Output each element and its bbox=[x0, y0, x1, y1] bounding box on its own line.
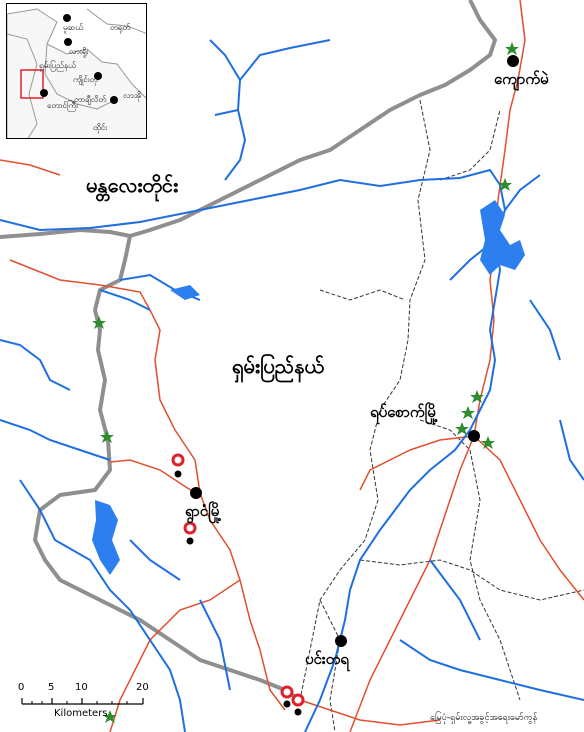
inset-label-kengtung: ကျိုင်းတုံ bbox=[73, 75, 98, 84]
rivers bbox=[0, 39, 584, 732]
state-border bbox=[0, 0, 497, 702]
inset-label-tachileik: တာချီလိတ် bbox=[74, 95, 107, 104]
label-mandalay-region: မန္တလေးတိုင်း bbox=[86, 173, 179, 197]
map-credit: မြေပုံ-ရှမ်းလူ့အခွင့်အရေးမော်ကွန် bbox=[430, 713, 538, 723]
inset-label-taunggyi: တောင်ကြီး bbox=[47, 101, 79, 110]
scale-bar-graphic bbox=[21, 698, 144, 705]
label-shan-state: ရှမ်းပြည်နယ် bbox=[232, 354, 324, 378]
inset-label-shan-state: ရှမ်းပြည်နယ် bbox=[39, 61, 76, 70]
label-pindaya: ပင်းတရ bbox=[305, 650, 349, 668]
label-kyaukme: ကျောက်မဲ bbox=[494, 70, 549, 88]
town-dots bbox=[190, 55, 519, 647]
lakes bbox=[92, 200, 525, 575]
township-borders bbox=[299, 99, 584, 732]
inset-label-muse: မူဆယ် bbox=[63, 23, 84, 32]
location-markers bbox=[171, 453, 305, 716]
inset-label-thailand: ထိုင်း bbox=[93, 123, 108, 132]
label-yatsauk: ရပ်စောက်မြို့ bbox=[370, 403, 438, 421]
inset-shapes bbox=[7, 8, 146, 138]
inset-map: မူဆယ် တရုတ် လားရှိုး ရှမ်းပြည်နယ် ကျိုင်… bbox=[6, 3, 147, 139]
label-ywangan: ရွာငံမြို့ bbox=[185, 502, 222, 520]
inset-label-laos: လာအို bbox=[123, 91, 142, 100]
scale-bar: 0 5 10 20 Kilometers bbox=[12, 680, 152, 720]
scale-tick-5: 5 bbox=[48, 682, 55, 693]
inset-label-china: တရုတ် bbox=[110, 23, 131, 32]
scale-tick-20: 20 bbox=[136, 682, 149, 693]
inset-focus-rect bbox=[20, 69, 44, 99]
scale-tick-0: 0 bbox=[18, 682, 25, 693]
star-markers bbox=[92, 42, 519, 723]
inset-label-lashio: လားရှိုး bbox=[69, 47, 89, 56]
scale-unit: Kilometers bbox=[54, 708, 108, 719]
scale-tick-10: 10 bbox=[75, 682, 88, 693]
